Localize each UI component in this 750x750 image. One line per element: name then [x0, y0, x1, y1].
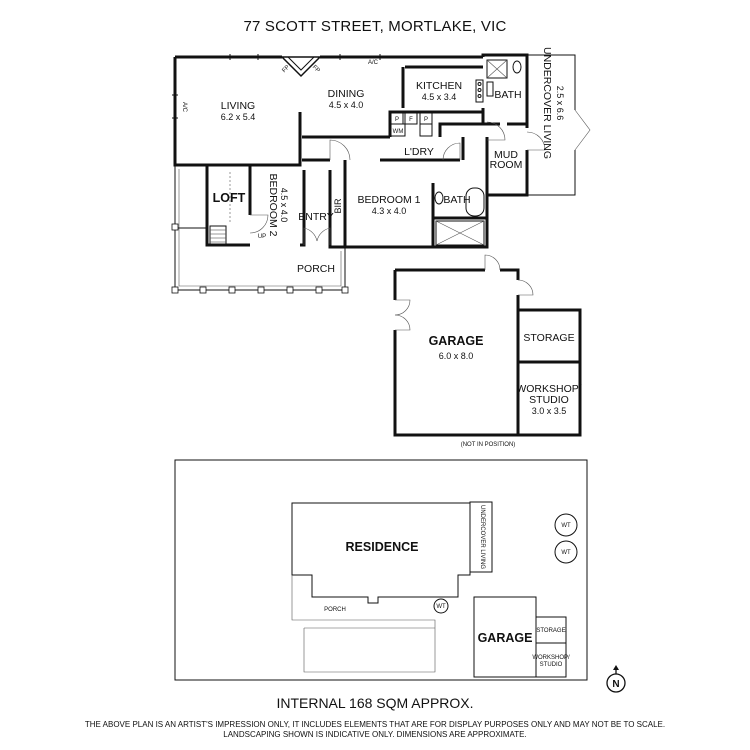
pantry-2-label: P	[424, 117, 428, 123]
laundry-label: L'DRY	[404, 146, 434, 158]
stairs-up-label: UP	[258, 234, 266, 240]
house-walls	[173, 53, 529, 249]
kitchen-label: KITCHEN	[416, 80, 462, 92]
site-undercover-living-label: UNDERCOVER LIVING	[479, 505, 485, 569]
garage-labels: GARAGE 6.0 x 8.0 STORAGE WORKSHOP/ STUDI…	[429, 332, 582, 448]
workshop-label-line2: STUDIO	[529, 394, 569, 406]
not-in-position-note: (NOT IN POSITION)	[461, 442, 516, 448]
fridge-label: F	[409, 117, 413, 123]
north-label: N	[612, 679, 619, 690]
bedroom2-label: BEDROOM 2	[267, 173, 279, 236]
kitchen-fixtures	[390, 79, 484, 137]
water-tank-1-label: WT	[561, 523, 571, 529]
site-workshop-label-line2: STUDIO	[540, 662, 563, 668]
ac-top-label: A/C	[368, 60, 379, 66]
garage-walls	[393, 254, 582, 437]
top-bath-label: BATH	[494, 89, 521, 101]
workshop-dims: 3.0 x 3.5	[532, 406, 567, 416]
fireplace-left-label: FP	[281, 64, 291, 74]
north-arrow-icon: N	[606, 665, 626, 693]
undercover-living-label: UNDERCOVER LIVING	[541, 47, 553, 159]
mud-room-label-line2: ROOM	[490, 159, 523, 171]
disclaimer-line-1: THE ABOVE PLAN IS AN ARTIST'S IMPRESSION…	[85, 720, 665, 729]
pantry-1-label: P	[395, 117, 399, 123]
windows	[172, 54, 381, 119]
undercover-living-dims: 2.5 x 6.6	[555, 86, 565, 121]
ac-left-label: A/C	[181, 102, 187, 113]
loft-stairs	[209, 172, 231, 246]
bath-fixtures	[434, 59, 522, 246]
doors	[249, 121, 546, 245]
site-plan: RESIDENCE UNDERCOVER LIVING PORCH GARAGE…	[174, 459, 588, 681]
site-workshop-label-line1: WORKSHOP/	[532, 655, 570, 661]
fireplace	[280, 56, 322, 78]
bedroom1-dims: 4.3 x 4.0	[372, 206, 407, 216]
entry-label: ENTRY	[298, 211, 333, 223]
water-tank-2-label: WT	[561, 550, 571, 556]
porch-railing	[171, 165, 349, 294]
kitchen-dims: 4.5 x 3.4	[422, 92, 457, 102]
undercover-living-outline	[527, 54, 591, 196]
site-residence-label: RESIDENCE	[346, 540, 419, 554]
disclaimer-line-2: LANDSCAPING SHOWN IS INDICATIVE ONLY. DI…	[223, 730, 526, 739]
water-tank-3-label: WT	[436, 604, 446, 610]
site-porch-label: PORCH	[324, 607, 346, 613]
workshop-label-line1: WORKSHOP/	[516, 383, 581, 395]
property-address: 77 SCOTT STREET, MORTLAKE, VIC	[243, 18, 506, 35]
fireplace-right-label: FP	[311, 64, 321, 74]
bedroom1-label: BEDROOM 1	[357, 194, 420, 206]
mid-bath-label: BATH	[443, 194, 470, 206]
washing-machine-label: WM	[393, 129, 404, 135]
storage-label: STORAGE	[523, 332, 574, 344]
loft-label: LOFT	[213, 191, 246, 205]
garage-dims: 6.0 x 8.0	[439, 351, 474, 361]
garage-label: GARAGE	[429, 334, 484, 348]
dining-dims: 4.5 x 4.0	[329, 100, 364, 110]
site-garage-label: GARAGE	[478, 631, 533, 645]
living-label: LIVING	[221, 100, 255, 112]
living-dims: 6.2 x 5.4	[221, 112, 256, 122]
mud-room-label-line1: MUD	[494, 149, 518, 161]
room-labels: LIVING 6.2 x 5.4 DINING 4.5 x 4.0 KITCHE…	[213, 47, 565, 275]
internal-area: INTERNAL 168 SQM APPROX.	[276, 695, 473, 711]
bir-label: BIR	[333, 198, 343, 214]
dining-label: DINING	[328, 88, 365, 100]
bedroom2-dims: 4.5 x 4.0	[279, 188, 289, 223]
small-annotations: A/C A/C FP FP P F P WM UP	[181, 60, 428, 240]
site-storage-label: STORAGE	[536, 628, 565, 634]
porch-label: PORCH	[297, 263, 335, 275]
